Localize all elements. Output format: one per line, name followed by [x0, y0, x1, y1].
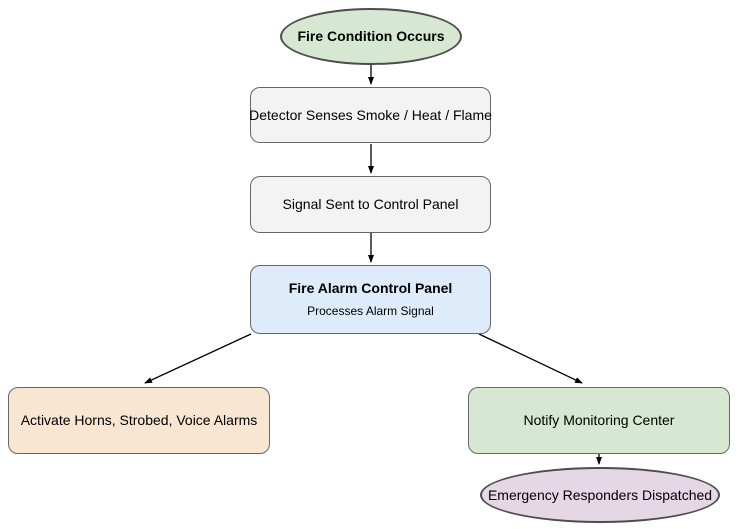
node-activate-alarms: Activate Horns, Strobed, Voice Alarms	[8, 387, 270, 454]
node-notify-center: Notify Monitoring Center	[468, 387, 730, 454]
node-dispatched: Emergency Responders Dispatched	[480, 467, 720, 523]
node-signal: Signal Sent to Control Panel	[250, 176, 491, 233]
node-signal-label: Signal Sent to Control Panel	[282, 196, 459, 213]
node-detector: Detector Senses Smoke / Heat / Flame	[249, 87, 492, 143]
node-fire-condition: Fire Condition Occurs	[280, 8, 462, 65]
node-control-panel-title: Fire Alarm Control Panel	[288, 280, 453, 297]
edge-controlpanel-notify	[478, 333, 583, 384]
node-control-panel-subtitle: Processes Alarm Signal	[307, 304, 434, 319]
node-detector-label: Detector Senses Smoke / Heat / Flame	[249, 106, 492, 123]
node-activate-alarms-label: Activate Horns, Strobed, Voice Alarms	[20, 412, 258, 429]
edge-controlpanel-activate	[144, 333, 252, 384]
node-dispatched-label: Emergency Responders Dispatched	[487, 486, 713, 503]
node-notify-center-label: Notify Monitoring Center	[523, 412, 675, 429]
node-control-panel: Fire Alarm Control Panel Processes Alarm…	[250, 265, 491, 334]
node-fire-condition-label: Fire Condition Occurs	[297, 28, 445, 45]
